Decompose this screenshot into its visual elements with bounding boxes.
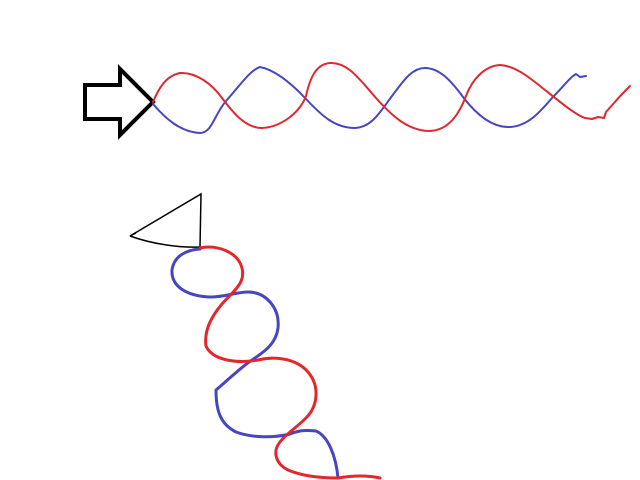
right-arrow-icon	[83, 64, 156, 140]
red-strand-diagonal	[198, 245, 382, 480]
red-strand-horizontal	[152, 61, 631, 132]
cone-base-curve	[129, 235, 201, 248]
cone-tip-left	[129, 232, 137, 237]
blue-strand-horizontal	[152, 66, 587, 134]
triangle-cone-icon	[129, 192, 202, 248]
blue-strand-diagonal	[170, 247, 340, 480]
